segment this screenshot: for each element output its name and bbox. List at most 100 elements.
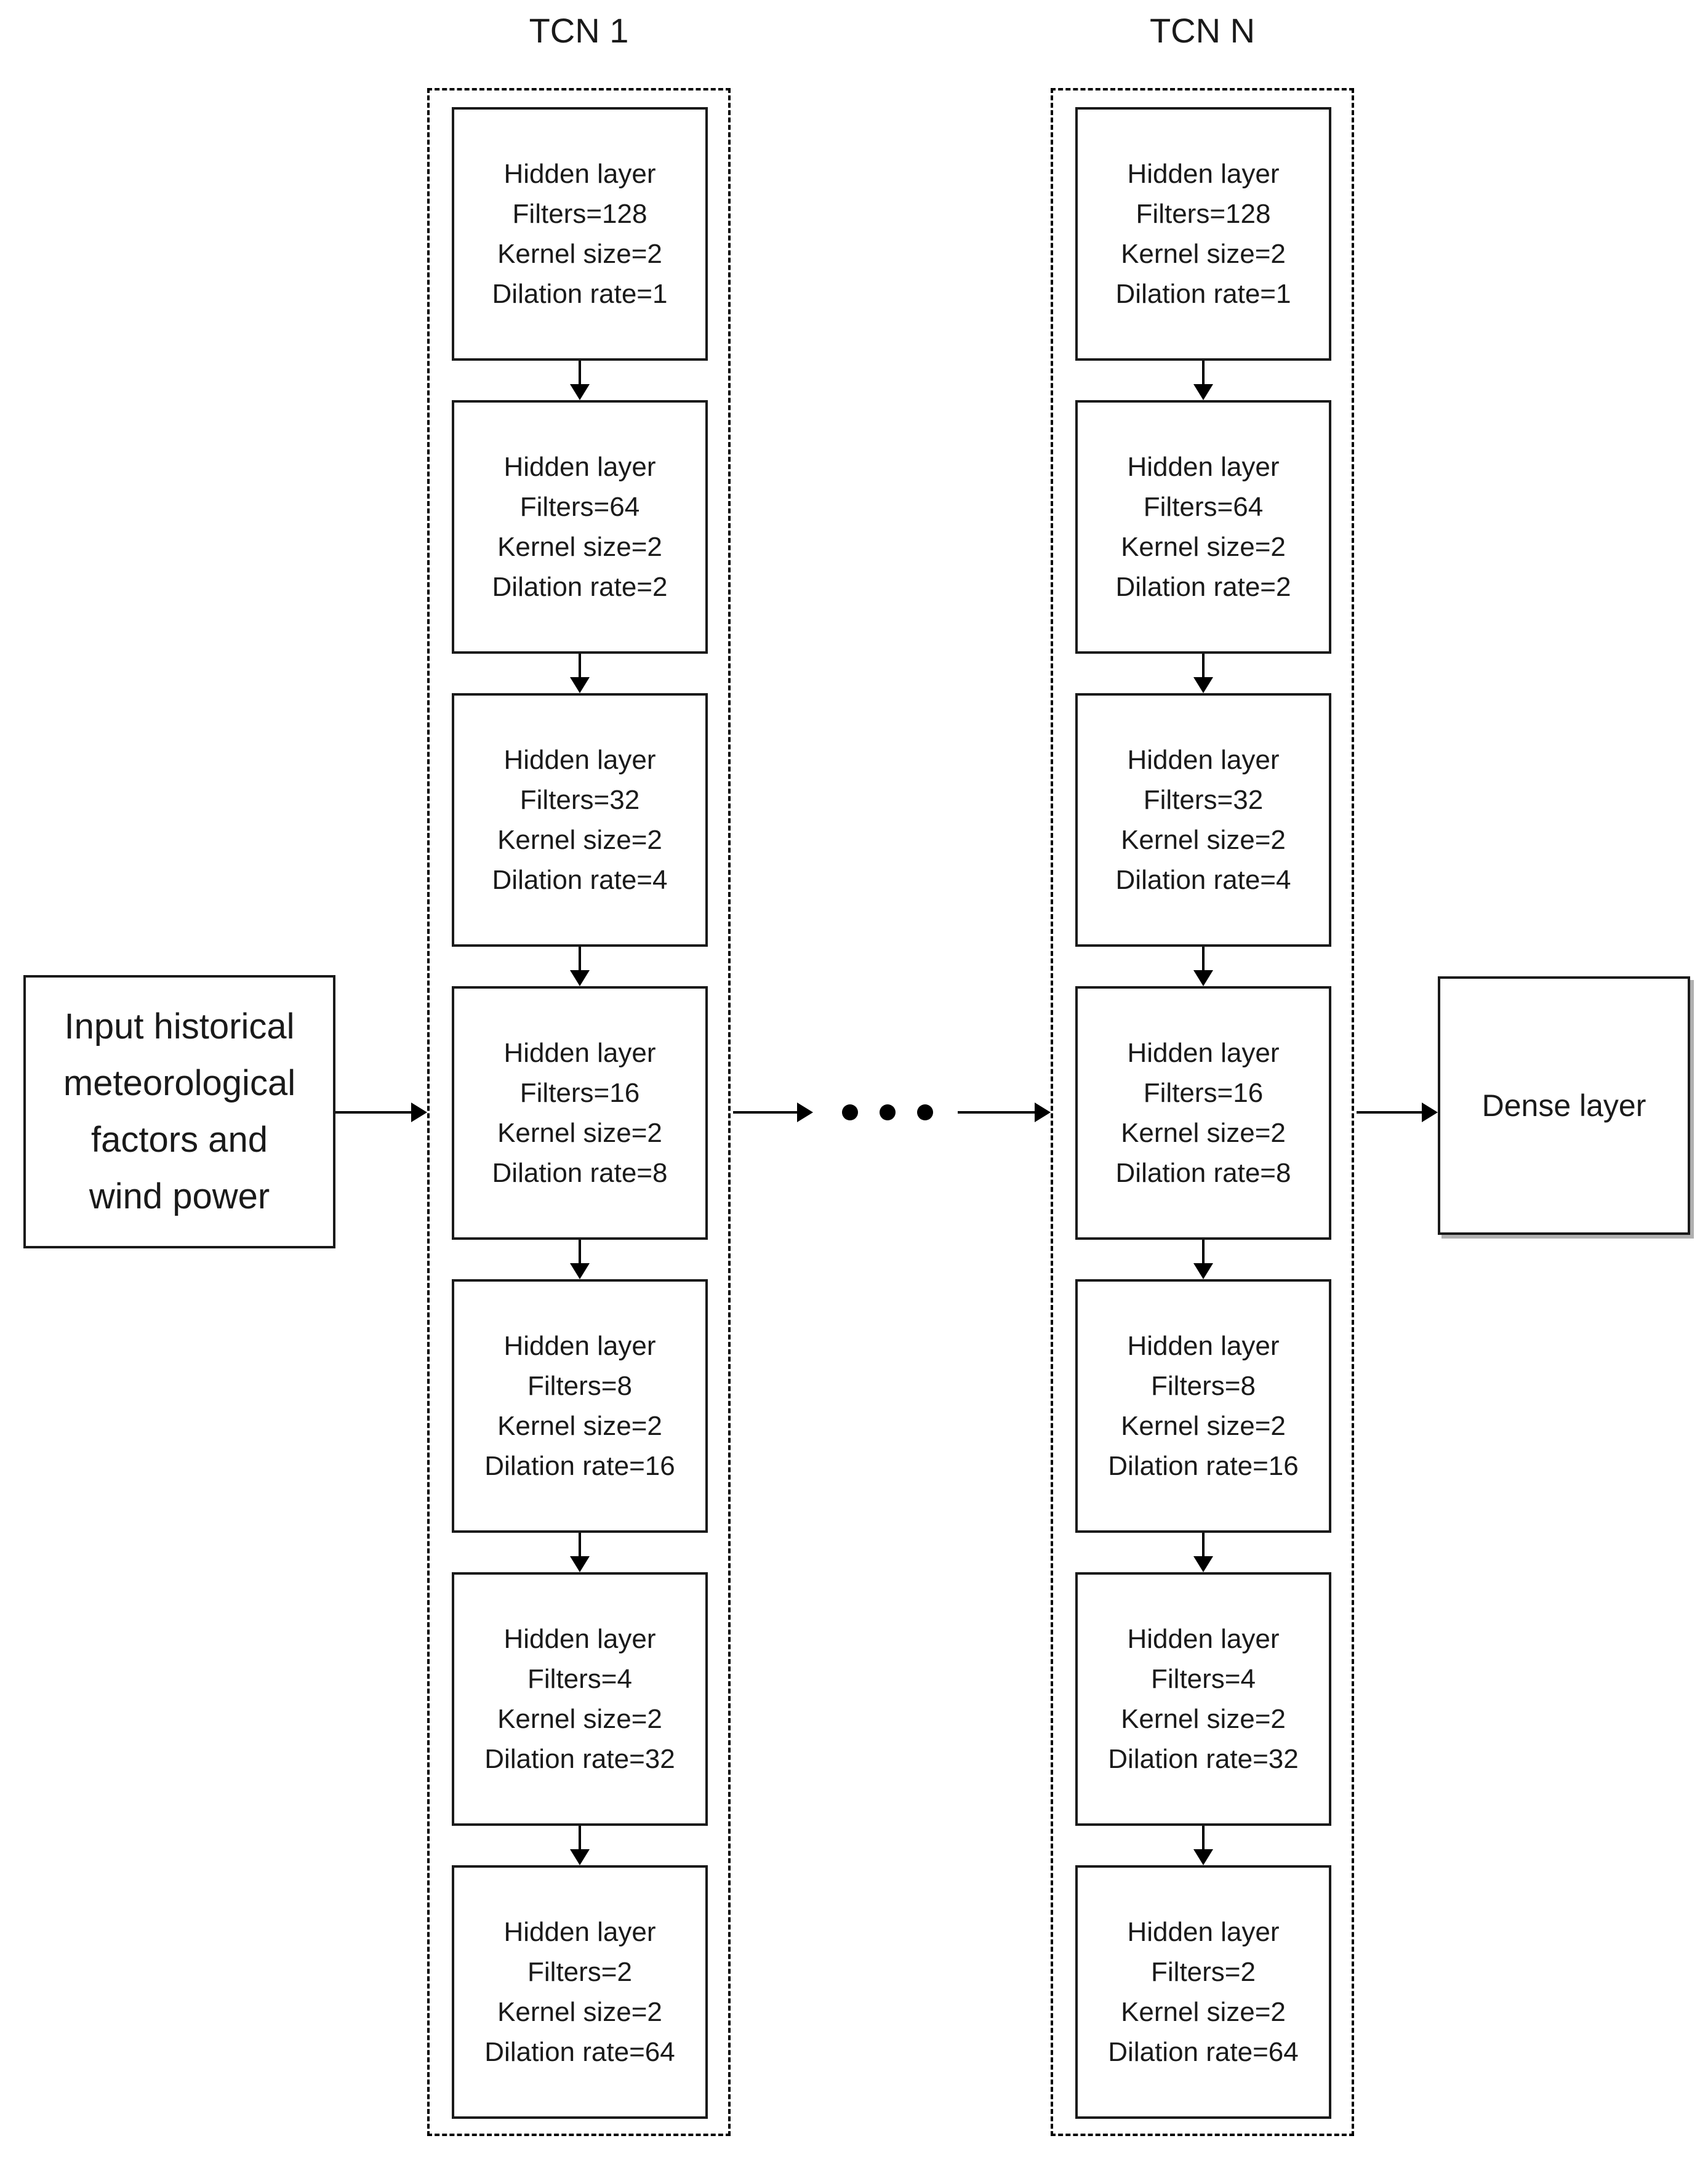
layer-name: Hidden layer: [503, 1331, 656, 1361]
input-text-line: Input historical: [64, 1006, 295, 1046]
tcnN-dashed-container: Hidden layer Filters=128 Kernel size=2 D…: [1051, 88, 1354, 2136]
layer-kernel: Kernel size=2: [497, 532, 662, 562]
hidden-layer-box: Hidden layer Filters=32 Kernel size=2 Di…: [452, 693, 708, 947]
layer-name: Hidden layer: [1127, 452, 1280, 482]
ellipsis-dots-icon: [842, 1104, 933, 1120]
arrow-right-icon: [958, 1103, 1051, 1122]
input-box: Input historical meteorological factors …: [23, 975, 335, 1248]
layer-filters: Filters=8: [527, 1371, 632, 1401]
layer-name: Hidden layer: [1127, 1624, 1280, 1654]
hidden-layer-box: Hidden layer Filters=8 Kernel size=2 Dil…: [452, 1279, 708, 1533]
hidden-layer-box: Hidden layer Filters=8 Kernel size=2 Dil…: [1075, 1279, 1331, 1533]
layer-kernel: Kernel size=2: [1121, 1997, 1286, 2027]
layer-dilation: Dilation rate=8: [1115, 1158, 1291, 1188]
layer-kernel: Kernel size=2: [497, 1997, 662, 2027]
hidden-layer-box: Hidden layer Filters=64 Kernel size=2 Di…: [452, 400, 708, 654]
layer-filters: Filters=2: [527, 1957, 632, 1987]
hidden-layer-box: Hidden layer Filters=4 Kernel size=2 Dil…: [452, 1572, 708, 1826]
arrow-down-icon: [570, 947, 590, 986]
layer-name: Hidden layer: [503, 452, 656, 482]
layer-name: Hidden layer: [503, 1038, 656, 1068]
arrow-down-icon: [1193, 1240, 1213, 1279]
tcn1-title: TCN 1: [529, 11, 629, 50]
layer-name: Hidden layer: [1127, 1917, 1280, 1947]
arrow-down-icon: [1193, 947, 1213, 986]
layer-dilation: Dilation rate=64: [1108, 2037, 1299, 2067]
dot-icon: [880, 1104, 896, 1120]
layer-dilation: Dilation rate=64: [484, 2037, 675, 2067]
layer-filters: Filters=128: [1136, 199, 1271, 229]
layer-filters: Filters=16: [519, 1078, 640, 1108]
layer-kernel: Kernel size=2: [1121, 239, 1286, 269]
layer-dilation: Dilation rate=32: [1108, 1744, 1299, 1774]
layer-dilation: Dilation rate=8: [492, 1158, 668, 1188]
arrow-down-icon: [570, 1240, 590, 1279]
layer-kernel: Kernel size=2: [1121, 1411, 1286, 1441]
layer-kernel: Kernel size=2: [1121, 1118, 1286, 1148]
layer-name: Hidden layer: [503, 745, 656, 775]
layer-filters: Filters=16: [1143, 1078, 1264, 1108]
layer-name: Hidden layer: [503, 1624, 656, 1654]
layer-filters: Filters=128: [512, 199, 648, 229]
arrow-down-icon: [1193, 1826, 1213, 1865]
arrow-down-icon: [570, 654, 590, 693]
layer-kernel: Kernel size=2: [497, 1704, 662, 1734]
dot-icon: [842, 1104, 858, 1120]
hidden-layer-box: Hidden layer Filters=2 Kernel size=2 Dil…: [1075, 1865, 1331, 2119]
arrow-right-icon: [1357, 1103, 1438, 1122]
arrow-right-icon: [733, 1103, 813, 1122]
arrow-down-icon: [570, 1533, 590, 1572]
arrow-down-icon: [570, 1826, 590, 1865]
layer-dilation: Dilation rate=16: [484, 1451, 675, 1481]
hidden-layer-box: Hidden layer Filters=16 Kernel size=2 Di…: [452, 986, 708, 1240]
layer-filters: Filters=4: [527, 1664, 632, 1694]
input-text-line: factors and: [91, 1120, 268, 1160]
layer-name: Hidden layer: [1127, 159, 1280, 189]
tcn1-dashed-container: Hidden layer Filters=128 Kernel size=2 D…: [427, 88, 731, 2136]
layer-name: Hidden layer: [1127, 1038, 1280, 1068]
arrow-right-icon: [335, 1103, 427, 1122]
arrow-down-icon: [1193, 361, 1213, 400]
layer-filters: Filters=32: [1143, 785, 1264, 815]
dense-layer-box: Dense layer: [1438, 976, 1690, 1235]
hidden-layer-box: Hidden layer Filters=16 Kernel size=2 Di…: [1075, 986, 1331, 1240]
layer-dilation: Dilation rate=4: [1115, 865, 1291, 895]
tcnN-title: TCN N: [1149, 11, 1256, 50]
hidden-layer-box: Hidden layer Filters=32 Kernel size=2 Di…: [1075, 693, 1331, 947]
layer-kernel: Kernel size=2: [1121, 532, 1286, 562]
layer-filters: Filters=32: [519, 785, 640, 815]
arrow-down-icon: [1193, 1533, 1213, 1572]
layer-dilation: Dilation rate=32: [484, 1744, 675, 1774]
arrow-down-icon: [1193, 654, 1213, 693]
arrow-down-icon: [570, 361, 590, 400]
layer-name: Hidden layer: [1127, 1331, 1280, 1361]
input-text-line: meteorological: [63, 1063, 296, 1103]
layer-kernel: Kernel size=2: [1121, 1704, 1286, 1734]
layer-kernel: Kernel size=2: [497, 825, 662, 855]
hidden-layer-box: Hidden layer Filters=2 Kernel size=2 Dil…: [452, 1865, 708, 2119]
hidden-layer-box: Hidden layer Filters=128 Kernel size=2 D…: [452, 107, 708, 361]
layer-filters: Filters=64: [519, 492, 640, 522]
layer-dilation: Dilation rate=4: [492, 865, 668, 895]
layer-filters: Filters=2: [1151, 1957, 1256, 1987]
layer-filters: Filters=64: [1143, 492, 1264, 522]
hidden-layer-box: Hidden layer Filters=128 Kernel size=2 D…: [1075, 107, 1331, 361]
layer-dilation: Dilation rate=1: [1115, 279, 1291, 309]
layer-dilation: Dilation rate=2: [1115, 572, 1291, 602]
dense-layer-label: Dense layer: [1481, 1088, 1646, 1123]
layer-kernel: Kernel size=2: [497, 1118, 662, 1148]
layer-filters: Filters=4: [1151, 1664, 1256, 1694]
layer-filters: Filters=8: [1151, 1371, 1256, 1401]
hidden-layer-box: Hidden layer Filters=4 Kernel size=2 Dil…: [1075, 1572, 1331, 1826]
layer-kernel: Kernel size=2: [497, 239, 662, 269]
layer-name: Hidden layer: [1127, 745, 1280, 775]
dot-icon: [917, 1104, 933, 1120]
layer-dilation: Dilation rate=16: [1108, 1451, 1299, 1481]
layer-kernel: Kernel size=2: [1121, 825, 1286, 855]
input-text-line: wind power: [89, 1176, 270, 1216]
layer-dilation: Dilation rate=2: [492, 572, 668, 602]
layer-dilation: Dilation rate=1: [492, 279, 668, 309]
layer-kernel: Kernel size=2: [497, 1411, 662, 1441]
hidden-layer-box: Hidden layer Filters=64 Kernel size=2 Di…: [1075, 400, 1331, 654]
